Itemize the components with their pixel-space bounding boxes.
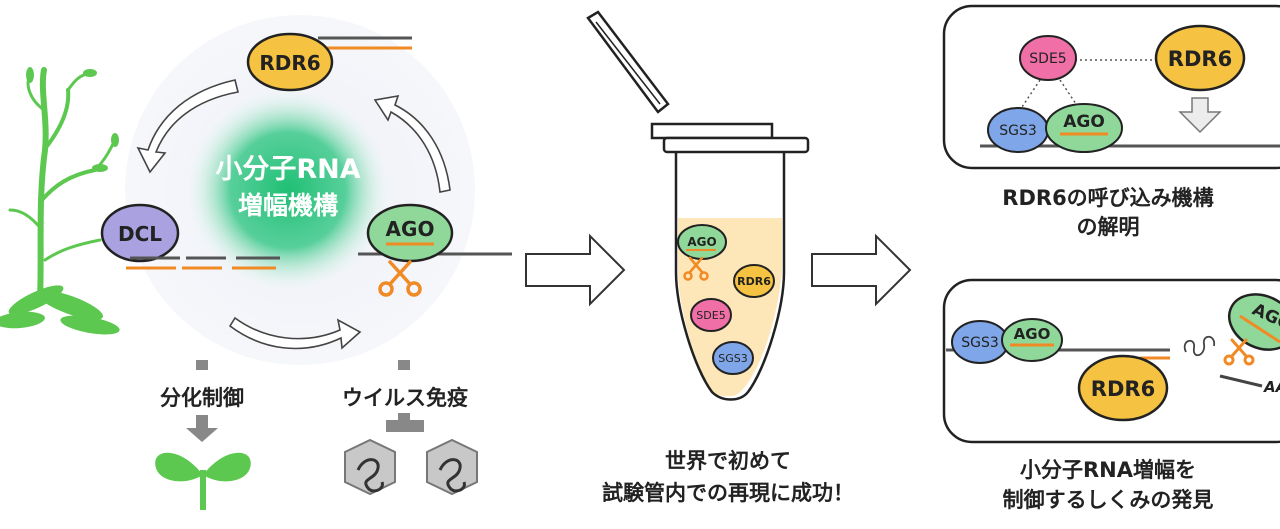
tube-ago-label: AGO	[687, 235, 716, 249]
panel-top-content: SDE5 RDR6 SGS3 AGO	[980, 24, 1280, 153]
tube-scissors-icon	[683, 256, 709, 281]
outcome-differentiation: 分化制御	[155, 360, 251, 510]
tube-sgs3-label: SGS3	[718, 352, 748, 365]
panel-top-sgs3: SGS3	[999, 123, 1037, 139]
panel-bottom-tail: AA	[1263, 378, 1280, 396]
cycle-rdr6: RDR6	[246, 32, 412, 92]
cycle-center-line2: 増幅機構	[238, 191, 338, 220]
plant-illustration	[0, 67, 120, 335]
panel-bottom-caption-line1: 小分子RNA増幅を	[1020, 458, 1196, 482]
outcome-virus-immunity: ウイルス免疫	[342, 360, 478, 496]
panel-top-caption-line2: の解明	[1077, 215, 1140, 239]
big-arrow-1	[525, 233, 626, 307]
arrow-dcl-to-ago	[228, 316, 362, 350]
down-arrow-icon	[186, 415, 218, 442]
panel-top-sde5: SDE5	[1029, 51, 1066, 67]
tube-caption-line2: 試験管内での再現に成功！	[602, 481, 854, 505]
cycle-ago: AGO	[358, 203, 512, 263]
differentiation-label: 分化制御	[160, 386, 244, 410]
tube-rdr6: RDR6	[733, 264, 775, 298]
arrow-rdr6-to-dcl	[136, 79, 239, 174]
tube-sgs3: SGS3	[712, 341, 754, 375]
cycle-center-line1: 小分子RNA	[215, 154, 360, 185]
panel-top-ago: AGO	[1063, 112, 1105, 132]
tube-caption-line1: 世界で初めて	[665, 449, 791, 473]
down-arrow-icon	[1178, 97, 1222, 134]
scissors-icon	[378, 260, 422, 297]
virus-icon	[344, 438, 478, 496]
tube-sde5-label: SDE5	[696, 309, 725, 322]
arrow-ago-to-rdr6	[373, 94, 451, 193]
big-arrow-2	[811, 233, 912, 307]
virus-immunity-label: ウイルス免疫	[342, 386, 468, 410]
cycle-dcl-label: DCL	[118, 222, 162, 246]
block-bar-icon	[386, 413, 424, 432]
panel-bottom-sgs3: SGS3	[961, 335, 999, 351]
tube-sde5: SDE5	[690, 298, 732, 332]
test-tube	[586, 10, 810, 401]
panel-bottom-rdr6: RDR6	[1091, 377, 1155, 401]
panel-top-rdr6: RDR6	[1168, 47, 1232, 71]
cycle-dcl: DCL	[100, 203, 280, 270]
cycle-arrows	[136, 79, 451, 350]
rna-coil-icon	[1183, 335, 1215, 357]
tube-ago: AGO	[677, 224, 727, 260]
panel-bottom-caption-line2: 制御するしくみの発見	[1003, 488, 1214, 512]
panel-bottom-scissors-icon	[1223, 338, 1255, 366]
center-glow	[183, 85, 393, 295]
panel-top-caption-line1: RDR6の呼び込み機構	[1002, 186, 1213, 210]
tube-rdr6-label: RDR6	[737, 275, 771, 288]
panel-bottom-content: SGS3 AGO RDR6 AGO AA	[946, 293, 1280, 422]
cycle-ago-label: AGO	[386, 217, 435, 241]
cycle-rdr6-label: RDR6	[259, 51, 320, 75]
panel-bottom-ago: AGO	[1014, 325, 1051, 343]
seedling-icon	[155, 452, 251, 510]
